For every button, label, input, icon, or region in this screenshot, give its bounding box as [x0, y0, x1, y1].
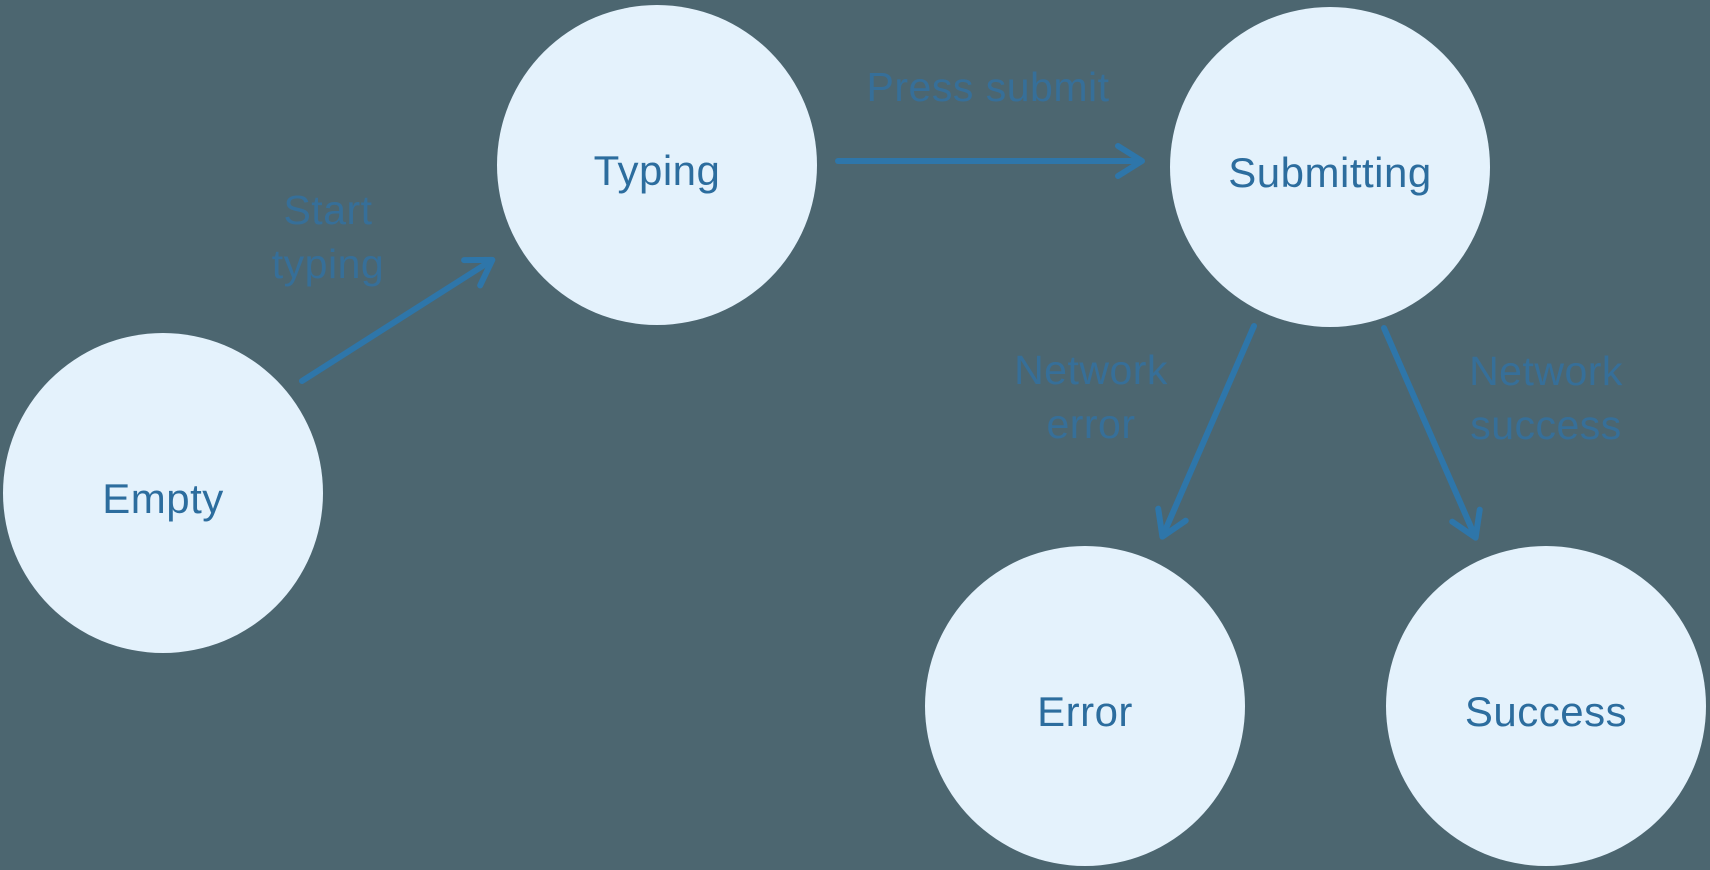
transition-label-line: success	[1470, 402, 1622, 448]
transition-label-line: Network	[1469, 348, 1623, 394]
state-label-submitting: Submitting	[1228, 149, 1432, 196]
state-node-typing: Typing	[497, 5, 817, 325]
transition-label-line: Network	[1014, 347, 1168, 393]
transition-label-network-success: Network success	[1416, 344, 1676, 452]
state-label-success: Success	[1464, 688, 1628, 735]
transition-label-start-typing: Start typing	[198, 183, 458, 291]
state-label-typing: Typing	[593, 147, 721, 194]
state-label-empty: Empty	[102, 475, 224, 522]
transition-label-line: Press submit	[866, 64, 1110, 110]
transition-label-line: error	[1046, 401, 1136, 447]
state-node-error: Error	[925, 546, 1245, 866]
transition-label-line: Start	[283, 187, 373, 233]
transition-label-line: typing	[271, 241, 385, 287]
transition-label-press-submit: Press submit	[828, 60, 1148, 114]
state-node-empty: Empty	[3, 333, 323, 653]
state-node-success: Success	[1386, 546, 1706, 866]
state-node-submitting: Submitting	[1170, 7, 1490, 327]
state-label-error: Error	[1037, 688, 1133, 735]
transition-label-network-error: Network error	[961, 343, 1221, 451]
